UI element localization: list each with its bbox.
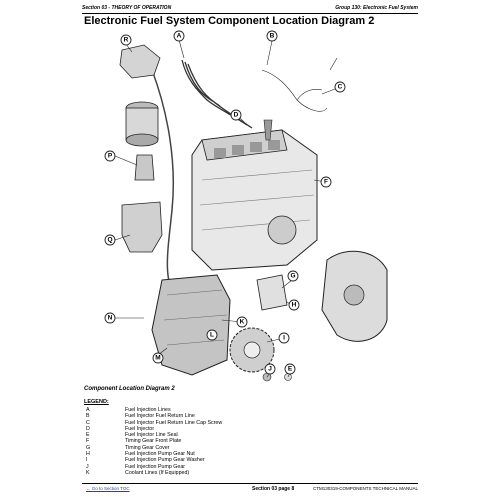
svg-text:P: P [108,153,113,160]
legend-title: LEGEND: [84,399,109,405]
callout-j: J [264,363,276,375]
svg-text:G: G [290,273,295,280]
legend-label: Timing Gear Cover [125,444,170,451]
svg-text:E: E [288,366,293,373]
pump-gear-drawing [229,327,275,373]
callout-d: D [230,109,242,121]
svg-text:H: H [292,302,297,309]
callout-f: F [320,176,332,188]
callout-a: A [173,30,185,42]
callout-g: G [287,270,299,282]
legend-key: D [86,425,90,432]
callout-q: Q [104,234,116,246]
legend-row: A Fuel Injection Lines [84,407,414,413]
legend-key: A [86,407,90,413]
manual-title: CTM130319-COMPONENTS TECHNICAL MANUAL [312,486,418,491]
legend-row: E Fuel Injector Line Seal [84,432,414,438]
section-toc-link[interactable]: ← Go to Section TOC [86,486,130,491]
page-title: Electronic Fuel System Component Locatio… [84,15,375,27]
legend-label: Fuel Injection Pump Gear Washer [125,457,205,464]
filter-head-drawing [119,44,161,79]
header-section: Section 03 - THEORY OF OPERATION [82,5,172,11]
legend-row: G Timing Gear Cover [84,445,414,451]
legend-label: Fuel Injector Fuel Return Line [125,413,195,420]
legend-key: J [86,463,89,470]
legend-key: K [86,469,90,476]
legend-label: Fuel Injection Pump Gear Nut [125,451,195,458]
legend-row: F Timing Gear Front Plate [84,438,414,444]
legend-label: Fuel Injection Lines [125,407,171,413]
legend-label: Coolant Lines (If Equipped) [125,469,190,476]
svg-text:D: D [234,112,239,119]
front-plate-drawing [256,274,288,311]
legend-row: I Fuel Injection Pump Gear Washer [84,457,414,463]
callout-l: L [206,329,218,341]
header-group: Group 130: Electronic Fuel System [335,5,418,11]
svg-text:A: A [177,33,182,40]
page-header: Section 03 - THEORY OF OPERATION Group 1… [82,4,418,14]
svg-text:B: B [270,33,275,40]
callout-p: P [104,150,116,162]
fuel-hose-drawing [151,69,178,301]
legend-label: Fuel Injection Pump Gear [125,463,186,470]
legend-key: C [86,419,90,426]
svg-text:M: M [155,355,160,362]
callout-m: M [152,352,164,364]
legend-row: J Fuel Injection Pump Gear [84,464,414,470]
timing-cover-hub-drawing [343,284,365,306]
water-separator-drawing [121,201,163,253]
injection-lines-drawing [181,59,253,129]
svg-text:F: F [324,179,328,186]
engine-block-drawing [191,129,318,271]
callout-e: E [284,363,296,375]
legend-key: G [86,444,91,451]
injector-drawing [263,119,273,141]
callout-k: K [236,316,248,328]
legend-label: Fuel Injector Line Seal [125,432,178,439]
svg-text:J: J [268,366,272,373]
svg-text:K: K [240,319,245,326]
page-footer: ← Go to Section TOC Section 03 page 8 CT… [82,483,418,493]
legend-key: F [86,438,90,445]
callout-c: C [334,81,346,93]
callout-h: H [288,299,300,311]
legend-row: K Coolant Lines (If Equipped) [84,470,414,476]
legend-label: Timing Gear Front Plate [125,438,182,445]
svg-text:Q: Q [107,237,112,244]
legend-row: H Fuel Injection Pump Gear Nut [84,451,414,457]
callout-i: I [278,332,290,344]
legend-key: B [86,413,90,420]
legend-label: Fuel Injector Fuel Return Line Cap Screw [125,419,223,426]
fuel-filter-drawing [125,101,159,147]
callout-b: B [266,30,278,42]
legend-label: Fuel Injector [125,425,155,432]
component-location-diagram: A R B C D F G H I J K L M N P Q E [104,30,388,382]
svg-text:L: L [210,332,214,339]
legend-key: I [86,457,88,464]
callout-r: R [120,34,132,46]
legend-row: D Fuel Injector [84,426,414,432]
page-number: Section 03 page 8 [252,486,295,492]
legend-key: H [86,451,90,458]
svg-text:I: I [283,335,285,342]
fuel-return-line-drawing [261,69,328,112]
injection-pump-drawing [151,274,231,376]
leader-lines [114,39,341,378]
sensor-drawing [134,154,155,181]
callout-n: N [104,312,116,324]
legend-row: B Fuel Injector Fuel Return Line [84,413,414,419]
legend-key: E [86,432,90,439]
svg-text:C: C [338,84,343,91]
diagram-caption: Component Location Diagram 2 [84,386,175,392]
legend-list: A Fuel Injection Lines B Fuel Injector Fue… [84,407,414,476]
svg-text:N: N [108,315,113,322]
svg-text:R: R [124,37,129,44]
legend-row: C Fuel Injector Fuel Return Line Cap Scre… [84,420,414,426]
